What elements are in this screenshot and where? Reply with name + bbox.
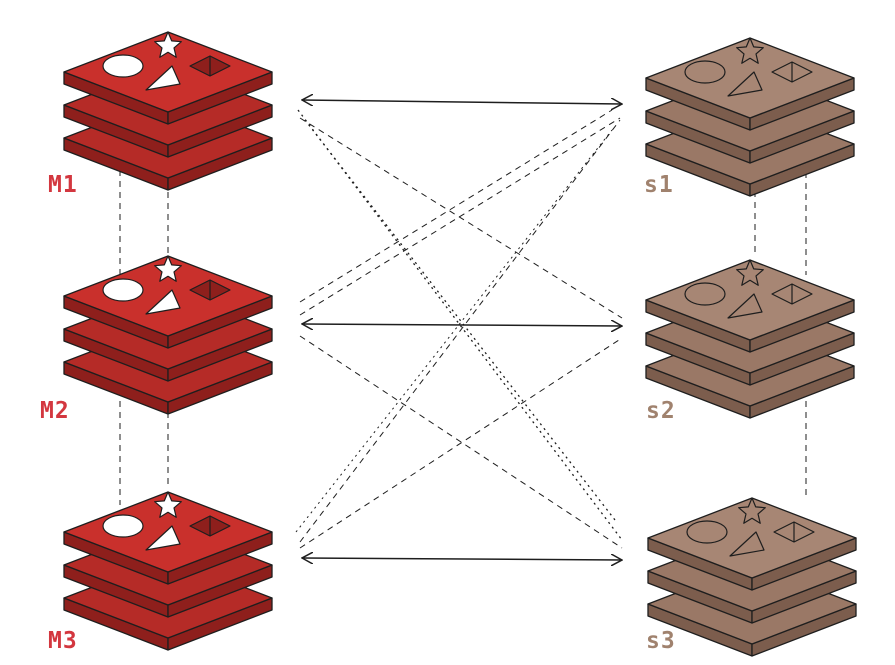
circle-icon [686,520,728,544]
master-node-m3 [63,491,273,651]
dashed-link-m2-s3 [299,335,623,549]
triangle-icon [145,525,181,551]
star-icon [738,497,766,524]
slave-label-s3: s3 [646,628,676,654]
dashed-link-m3-s1 [295,129,613,533]
top-face-icons [102,491,231,551]
star-icon [154,491,182,518]
circle-icon [684,282,726,306]
stack-layer-top [647,497,857,591]
slave-label-s2: s2 [646,398,676,424]
dashed-link-m3-s1 [299,119,621,543]
triangle-icon [145,65,181,91]
dashed-link-m3-s2 [299,337,623,549]
pyramid-icon [189,55,231,77]
master-node-m1 [63,31,273,191]
pyramid-icon [189,515,231,537]
star-icon [154,31,182,58]
connections [119,100,807,560]
pyramid-icon [771,283,813,305]
master-label-m1: M1 [48,172,78,198]
replication-arrow-m3-s3 [302,558,622,560]
pyramid-icon [189,279,231,301]
dashed-link-m2-s1 [299,109,613,303]
circle-icon [102,278,144,302]
star-icon [154,255,182,282]
dashed-link-m2-s1 [299,117,621,316]
slave-node-s2 [645,259,855,419]
replication-arrow-m2-s2 [302,324,622,326]
slave-label-s1: s1 [644,172,674,198]
triangle-icon [727,293,763,319]
master-label-m3: M3 [48,628,78,654]
circle-icon [102,54,144,78]
circle-icon [102,514,144,538]
stack-layer-top [645,37,855,131]
slave-node-s3 [647,497,857,657]
dotted-link-m1-s3 [304,119,616,521]
pyramid-outline [771,283,813,305]
triangle-icon [145,289,181,315]
pyramid-icon [773,521,815,543]
stack-layer-top [645,259,855,353]
pyramid-icon [771,61,813,83]
star-icon [736,37,764,64]
triangle-icon [727,71,763,97]
top-face-icons [102,255,231,315]
slave-node-s1 [645,37,855,197]
top-face-icons [102,31,231,91]
top-face-icons [684,37,813,97]
circle-icon [684,60,726,84]
top-face-icons [686,497,815,557]
master-label-m2: M2 [40,398,70,424]
layer-top-face [647,497,857,579]
layer-top-face [645,37,855,119]
layer-top-face [645,259,855,341]
dashed-link-m1-s2 [299,117,623,319]
top-face-icons [684,259,813,319]
star-icon [736,259,764,286]
triangle-icon [729,531,765,557]
pyramid-outline [773,521,815,543]
replication-arrow-m1-s1 [302,100,622,104]
master-node-m2 [63,255,273,415]
pyramid-outline [771,61,813,83]
